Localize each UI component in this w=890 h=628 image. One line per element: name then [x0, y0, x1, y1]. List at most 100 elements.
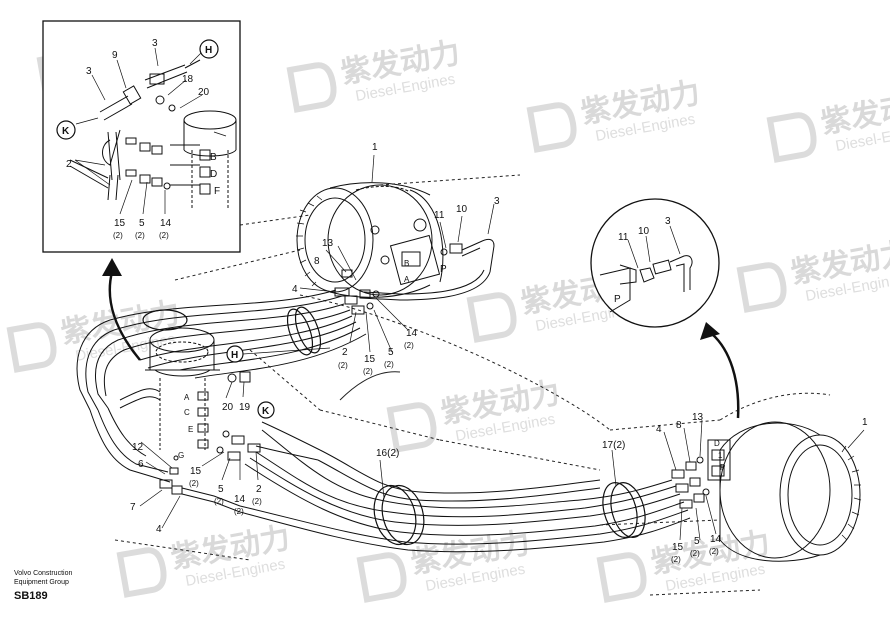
callout-qty: (2) [189, 479, 199, 488]
callout-qty: (2) [709, 547, 719, 556]
callout-qty: (2) [338, 361, 348, 370]
arrow-head-left [102, 258, 122, 276]
port-letter-f: F [214, 186, 220, 197]
callout-qty: (2) [252, 497, 262, 506]
lower-leaders [379, 449, 617, 499]
callout-part-8: 8 [676, 420, 682, 431]
travel-motor-upper [296, 182, 444, 298]
callout-part-2: 2 [256, 484, 262, 495]
callout-part-5: 5 [388, 347, 394, 358]
callout-part-13: 13 [322, 238, 334, 249]
callout-qty: (2) [135, 231, 145, 240]
callout-part-4: 4 [656, 424, 662, 435]
port-letter-b: B [404, 259, 409, 268]
callout-qty: (2) [159, 231, 169, 240]
callout-qty: (2) [404, 341, 414, 350]
callout-part-4: 4 [292, 284, 298, 295]
callout-part-1: 1 [862, 417, 868, 428]
svg-text:K: K [262, 406, 270, 417]
callout-part-15: 15 [364, 354, 376, 365]
callout-part-14: 14 [160, 218, 172, 229]
port-letter-g: G [178, 451, 184, 460]
callout-part-2: 2 [342, 347, 348, 358]
callout-part-19: 19 [239, 402, 251, 413]
swivel-leaders [139, 381, 259, 529]
callout-part-11: 11 [434, 210, 445, 221]
svg-text:H: H [205, 45, 212, 56]
callout-part-13: 13 [692, 412, 704, 423]
arrow-to-right-inset [711, 333, 740, 419]
callout-part-1: 1 [718, 451, 723, 460]
svg-text:K: K [62, 126, 70, 137]
callout-part-3: 3 [86, 66, 92, 77]
callout-part-20: 20 [222, 402, 234, 413]
callout-part-18: 18 [182, 74, 194, 85]
port-letter-b: B [210, 152, 217, 163]
callout-part-8: 8 [314, 256, 320, 267]
port-letter-p: P [614, 294, 621, 305]
arrow-to-left-inset [108, 271, 141, 361]
drawing-code: SB189 [14, 590, 48, 602]
callout-qty: (2) [671, 555, 681, 564]
detail-inset-right: 11 10 3 P [590, 198, 720, 328]
callout-part-3: 3 [494, 196, 500, 207]
lower-hose-bundle [89, 407, 691, 553]
callout-part-5: 5 [218, 484, 224, 495]
port-letter-p: P [440, 264, 447, 275]
port-letter-d: D [210, 169, 217, 180]
callout-part-6: 6 [138, 459, 144, 470]
company-name-line1: Volvo Construction [14, 570, 72, 577]
callout-part-20: 20 [198, 87, 210, 98]
callout-qty: (2) [690, 549, 700, 558]
center-swivel-joint [119, 327, 220, 450]
arrow-head-right [700, 322, 720, 340]
callout-qty: (2) [113, 231, 123, 240]
chassis-outline [114, 174, 831, 596]
callout-qty: (2) [384, 360, 394, 369]
company-name-line2: Equipment Group [14, 579, 69, 586]
callout-part-11: 11 [618, 232, 629, 243]
port-letter-a: A [404, 275, 410, 284]
port-letter-a: A [184, 393, 190, 402]
footer-block: Volvo Construction Equipment Group SB189 [14, 570, 72, 602]
callout-part-5: 5 [694, 536, 700, 547]
port-letter-p: P [720, 463, 725, 472]
callout-part-15: 15 [672, 542, 684, 553]
lower-motor-fittings [671, 456, 710, 509]
circle-ref-h-main: H [226, 345, 331, 363]
callout-part-15: 15 [190, 466, 202, 477]
port-letter-d: D [714, 439, 720, 448]
callout-qty: (2) [214, 497, 224, 506]
callout-part-14: 14 [710, 534, 722, 545]
detail-inset-left: 3 9 3 18 20 2 15 (2) 5 (2) 14 (2) B D F … [42, 20, 241, 253]
hose-clamp-lower [373, 482, 646, 546]
callout-part-14: 14 [406, 328, 418, 339]
upper-motor-fittings [334, 238, 495, 315]
callout-part-5: 5 [139, 218, 145, 229]
callout-part-17: 17(2) [602, 440, 625, 451]
callout-part-3: 3 [665, 216, 671, 227]
lower-motor-leaders [663, 419, 717, 541]
callout-part-7: 7 [130, 502, 136, 513]
port-letter-e: E [188, 425, 193, 434]
svg-text:H: H [231, 350, 238, 361]
callout-part-10: 10 [638, 226, 650, 237]
circle-ref-k-main: K [257, 401, 275, 419]
port-letter-c: C [184, 408, 190, 417]
callout-part-4: 4 [156, 524, 162, 535]
upper-leaders [299, 203, 495, 353]
callout-part-10: 10 [456, 204, 468, 215]
callout-part-1: 1 [372, 142, 378, 153]
callout-part-9: 9 [112, 50, 118, 61]
travel-motor-lower [707, 421, 862, 562]
callout-part-14: 14 [234, 494, 246, 505]
chassis-solid [239, 222, 401, 401]
circle-ref-h: H [199, 39, 219, 59]
circle-ref-k: K [56, 120, 76, 140]
callout-part-3: 3 [152, 38, 158, 49]
callout-part-2: 2 [66, 159, 72, 170]
callout-part-16: 16(2) [376, 448, 399, 459]
upper-hose-bundle [76, 269, 491, 411]
callout-part-12: 12 [132, 442, 144, 453]
